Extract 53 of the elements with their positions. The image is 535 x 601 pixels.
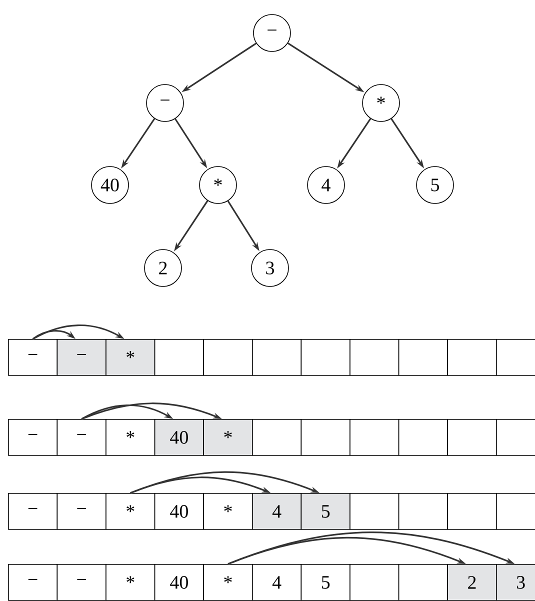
array-cell: −: [8, 419, 58, 456]
array-cell: −: [56, 419, 106, 456]
array-cell: [398, 564, 448, 601]
array-cell: *: [106, 564, 156, 601]
array-cell: [447, 419, 497, 456]
array-cell: 40: [154, 564, 204, 601]
tree-node: 2: [144, 249, 182, 287]
array-cell: [398, 493, 448, 530]
array-cell: −: [8, 564, 58, 601]
tree-node: 40: [91, 166, 129, 204]
array-cell: −: [8, 493, 58, 530]
array-cell: [252, 419, 302, 456]
array-cell: [350, 564, 400, 601]
array-cell: [350, 419, 400, 456]
array-cell: [300, 419, 350, 456]
array-cell: [447, 339, 497, 376]
array-cell: 5: [300, 564, 350, 601]
array-cell: [203, 339, 253, 376]
array-cell: *: [203, 493, 253, 530]
array-cell: 2: [447, 564, 497, 601]
array-cell: −: [56, 564, 106, 601]
array-cell: [252, 339, 302, 376]
array-cell: [350, 339, 400, 376]
array-cell: [496, 339, 535, 376]
array-cell: *: [203, 564, 253, 601]
array-cell: [154, 339, 204, 376]
array-cell: [496, 493, 535, 530]
array-cell: 3: [496, 564, 535, 601]
tree-node: −: [146, 84, 184, 122]
array-cell: [350, 493, 400, 530]
array-cell: *: [203, 419, 253, 456]
array-cell: *: [106, 493, 156, 530]
tree-node: 5: [416, 166, 454, 204]
array-cell: 4: [252, 564, 302, 601]
array-cell: [398, 419, 448, 456]
array-cell: −: [8, 339, 58, 376]
array-cell: −: [56, 339, 106, 376]
array-cell: [496, 419, 535, 456]
tree-node: 3: [251, 249, 289, 287]
array-cell: [300, 339, 350, 376]
tree-node: −: [253, 14, 291, 52]
tree-node: *: [362, 84, 400, 122]
array-cell: 4: [252, 493, 302, 530]
array-cell: [447, 493, 497, 530]
tree-node: *: [199, 166, 237, 204]
array-cell: 40: [154, 493, 204, 530]
array-cell: 40: [154, 419, 204, 456]
array-cell: 5: [300, 493, 350, 530]
array-cell: *: [106, 419, 156, 456]
array-cell: [398, 339, 448, 376]
array-cell: −: [56, 493, 106, 530]
array-cell: *: [106, 339, 156, 376]
tree-node: 4: [307, 166, 345, 204]
